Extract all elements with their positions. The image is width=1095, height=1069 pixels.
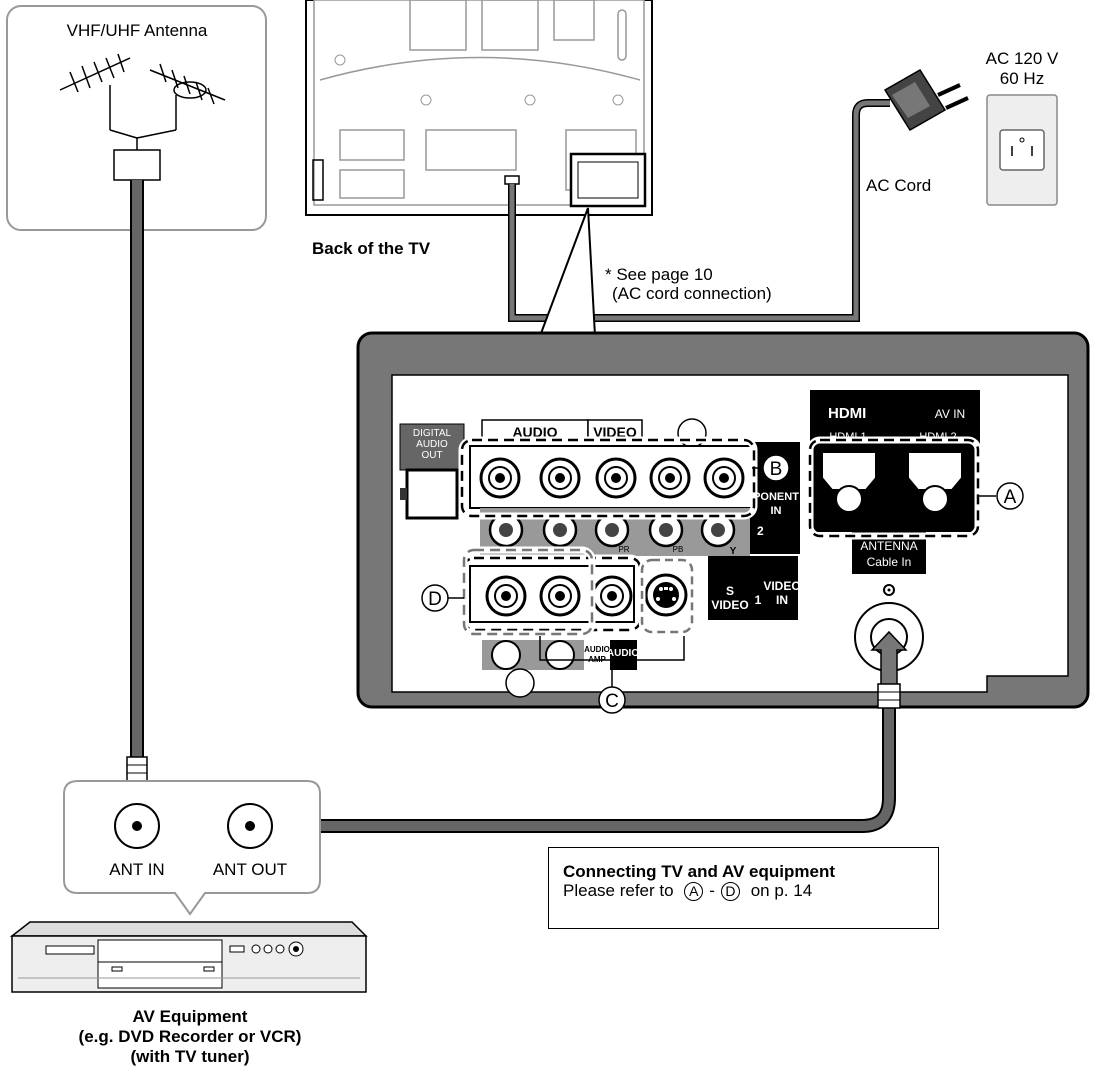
pr-label: PR [618,545,629,554]
dvd-recorder-icon [9,921,368,993]
audio-amp-line1: AUDIO [584,645,610,654]
hdmi-1-port [821,451,877,513]
av-equipment-line1: AV Equipment [133,1007,248,1026]
antenna-in-line1: ANTENNA [860,539,917,553]
antenna-splitter [113,149,161,181]
digital-audio-line3: OUT [421,450,442,461]
video-1-jacks [469,565,688,623]
ant-in-label: ANT IN [109,860,164,879]
note-marker-from: A [684,882,704,901]
optical-port [405,468,459,520]
cable-connector-top [126,756,148,782]
video-header: VIDEO [593,424,637,440]
component-1-jacks [469,445,753,509]
y-label: Y [730,546,737,557]
terminal-panel: DIGITAL AUDIO OUT AUDIO VIDEO PONENT IN … [356,331,1090,709]
av-in-label: AV IN [935,407,965,421]
see-page-line2: (AC cord connection) [612,284,772,303]
wall-outlet-icon [986,94,1058,206]
s-video-line1: S [726,584,734,598]
component-2: 2 [757,524,764,538]
ac-cord [509,100,890,321]
svg-text:A: A [1004,487,1017,508]
antenna-in-line2: Cable In [867,555,912,569]
hdmi-2-port [907,451,963,513]
av-ports-box: ANT IN ANT OUT [63,780,321,916]
svg-text:C: C [605,691,619,712]
marker-b: B [762,454,790,482]
s-video-line2: VIDEO [711,598,748,612]
video-in-line1: VIDEO [763,579,800,593]
video-in-num: 1 [755,593,762,607]
svg-text:B: B [770,459,783,480]
ac-plug-icon [883,68,969,132]
marker-a: A [996,482,1024,510]
av-equipment-line2: (e.g. DVD Recorder or VCR) [79,1027,302,1046]
note-suffix: on p. 14 [750,881,813,900]
ac-spec-line2: 60 Hz [1000,69,1044,88]
note-dash: - [709,881,715,900]
zoom-pointer [538,207,597,337]
connecting-note: Connecting TV and AV equipment Please re… [548,847,939,929]
component-line1: PONENT [753,491,799,503]
av-to-tv-cable [318,708,894,831]
component-line2: IN [771,505,782,517]
antenna-label: VHF/UHF Antenna [67,21,208,40]
svg-text:D: D [428,589,442,610]
audio-out-label: AUDIO [607,648,639,659]
tv-back-label: Back of the TV [312,239,431,258]
marker-c: C [598,686,626,714]
tv-terminal-area [569,152,647,208]
ac-spec-line1: AC 120 V [986,49,1059,68]
note-prefix: Please refer to [563,881,674,900]
note-title: Connecting TV and AV equipment [563,862,835,881]
marker-d: D [421,584,449,612]
digital-audio-line1: DIGITAL [413,428,452,439]
group-outlines [458,436,982,638]
digital-audio-line2: AUDIO [416,439,448,450]
pb-label: PB [673,545,684,554]
see-page-line1: * See page 10 [605,265,713,284]
hdmi-logo: HDMI [828,405,866,422]
note-marker-to: D [720,882,740,901]
antenna-box: VHF/UHF Antenna [6,5,267,231]
ant-out-label: ANT OUT [213,860,287,879]
audio-header: AUDIO [512,424,557,440]
tv-back [305,0,653,216]
antenna-icon [59,53,226,150]
av-equipment-line3: (with TV tuner) [131,1047,250,1066]
ac-cord-label: AC Cord [866,176,931,195]
video-in-line2: IN [776,593,788,607]
